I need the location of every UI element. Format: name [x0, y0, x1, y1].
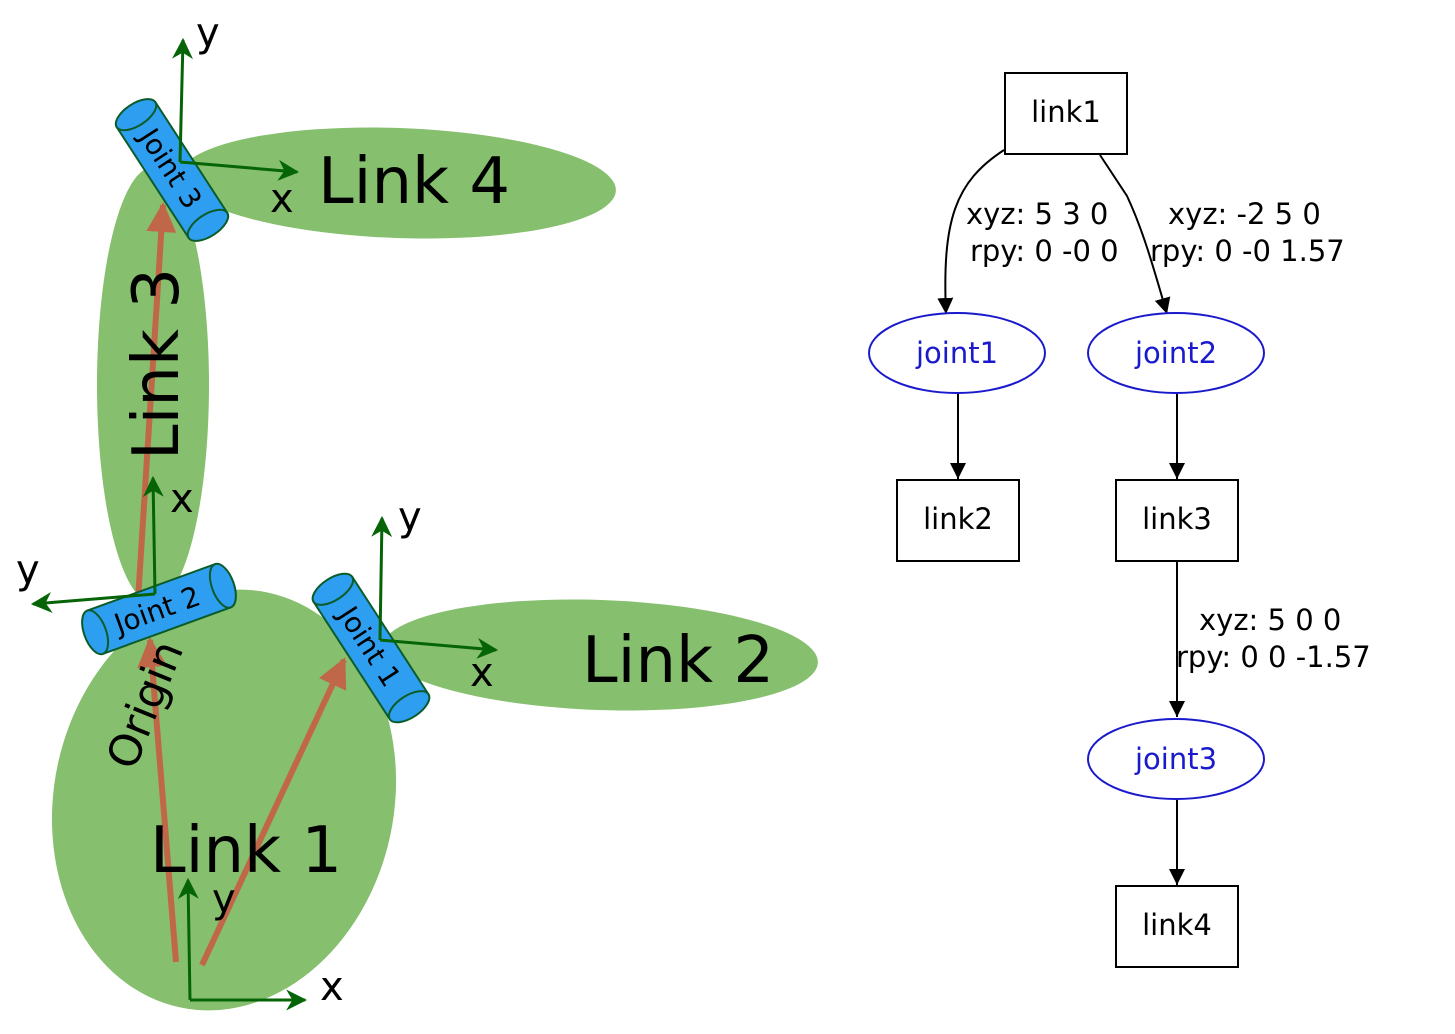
link1-body	[51, 589, 397, 1011]
joint2-x-label: x	[170, 476, 194, 522]
edge5-rpy: rpy: 0 0 -1.57	[1176, 640, 1371, 674]
joint3-y-axis	[172, 37, 194, 163]
origin-x-label: x	[320, 964, 344, 1010]
joint1-x-label: x	[470, 650, 494, 696]
robot-drawing: Joint 1 Joint 2 Joint 3	[16, 10, 818, 1011]
node-joint2: joint2	[1087, 312, 1265, 394]
link2-body	[382, 599, 818, 711]
edge-link1-joint2	[1099, 154, 1171, 315]
edge1-xyz: xyz: 5 3 0	[966, 197, 1108, 231]
node-link4: link4	[1115, 885, 1239, 968]
link3-label: Link 3	[120, 268, 194, 460]
origin-y-label: y	[212, 876, 236, 922]
joint1-y-axis	[371, 515, 393, 641]
edge5-xyz: xyz: 5 0 0	[1199, 603, 1341, 637]
svg-text:joint3: joint3	[1134, 742, 1217, 776]
origin-to-joint2-vector	[137, 637, 179, 963]
joint3-frame	[172, 37, 300, 181]
node-joint3: joint3	[1087, 718, 1265, 800]
edge1-rpy: rpy: 0 -0 0	[970, 234, 1119, 268]
origin-frame	[177, 877, 308, 1011]
link4-body	[180, 127, 616, 239]
edge2-xyz: xyz: -2 5 0	[1168, 197, 1321, 231]
joint2-y-label: y	[16, 547, 40, 593]
svg-text:joint1: joint1	[915, 336, 998, 370]
node-link3: link3	[1115, 479, 1239, 562]
joint3-y-label: y	[196, 10, 220, 56]
node-joint1: joint1	[868, 312, 1046, 394]
joint2-cylinder: Joint 2	[81, 562, 237, 656]
svg-text:link3: link3	[1142, 502, 1212, 536]
joint3-x-axis	[179, 159, 300, 181]
svg-text:link2: link2	[923, 502, 993, 536]
joint1-y-label: y	[398, 494, 422, 540]
node-link1: link1	[1004, 72, 1128, 155]
svg-text:link4: link4	[1142, 908, 1212, 942]
joint3-x-label: x	[270, 176, 294, 222]
joint2-x-axis	[142, 475, 164, 595]
joint1-x-axis	[379, 637, 499, 659]
svg-text:link1: link1	[1031, 95, 1101, 129]
kinematic-tree: xyz: 5 3 0 rpy: 0 -0 0 xyz: -2 5 0 rpy: …	[868, 72, 1371, 968]
node-link2: link2	[896, 479, 1020, 562]
origin-y-axis	[177, 877, 199, 1001]
joint1-frame	[371, 515, 499, 659]
origin-to-joint1-vector	[199, 657, 347, 967]
link4-label: Link 4	[318, 145, 510, 219]
edge2-rpy: rpy: 0 -0 1.57	[1150, 234, 1345, 268]
joint2-to-joint3-vector	[135, 202, 177, 601]
edge-link1-joint1	[937, 149, 1005, 315]
joint2-frame	[30, 475, 164, 613]
link1-label: Link 1	[150, 814, 342, 888]
link2-label: Link 2	[582, 624, 774, 698]
joint2-y-axis	[30, 591, 156, 613]
svg-text:joint2: joint2	[1134, 336, 1217, 370]
